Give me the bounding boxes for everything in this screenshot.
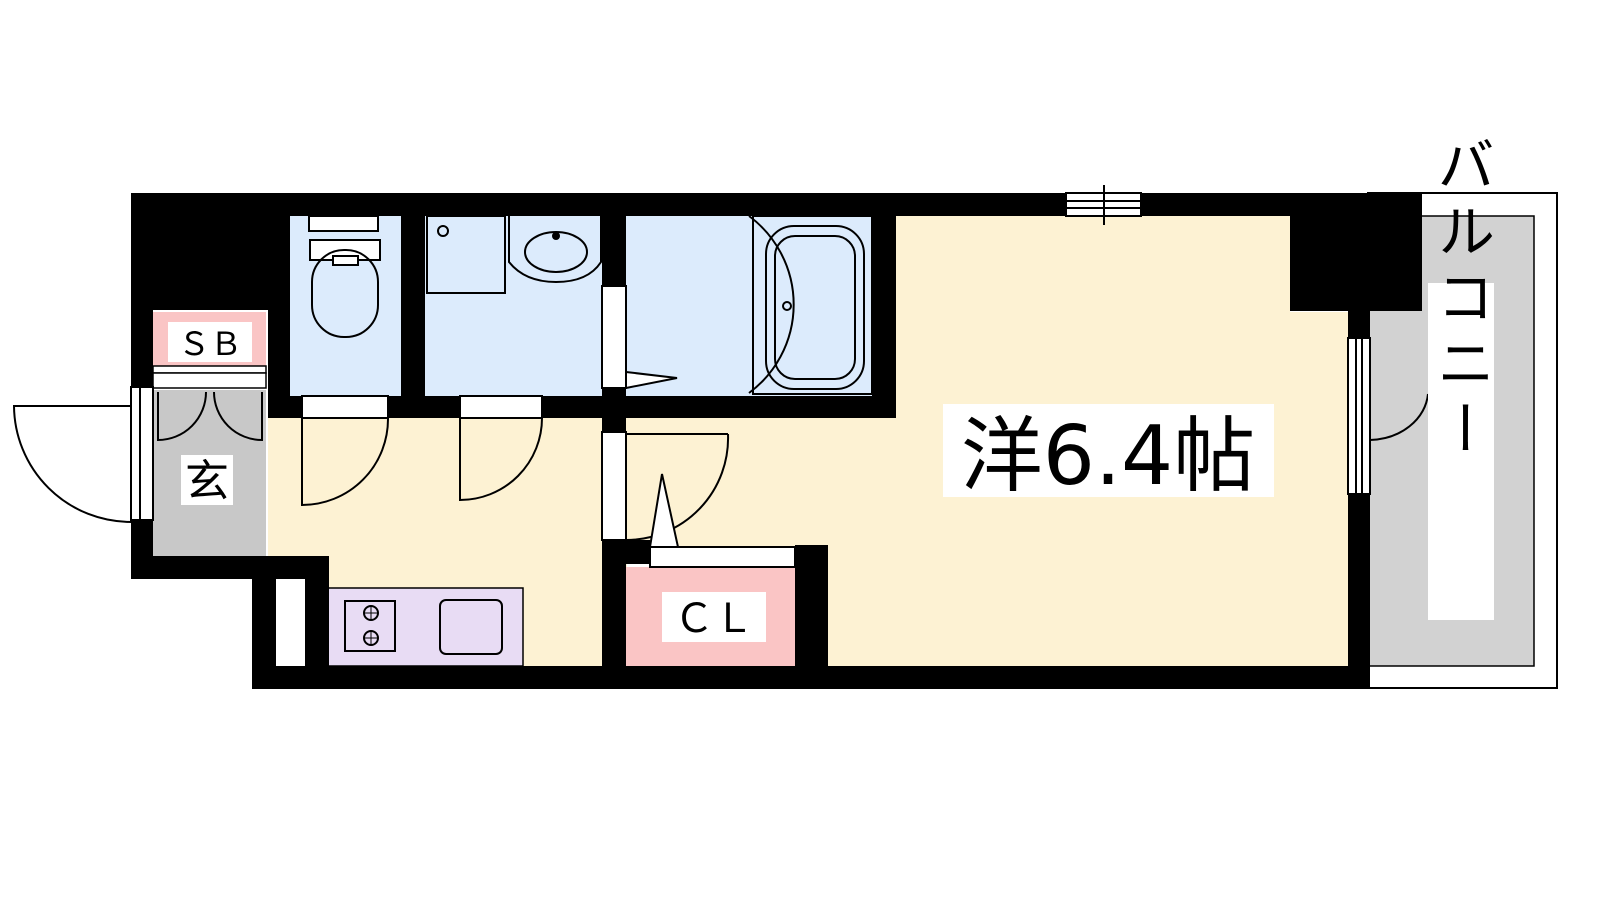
shoebox-label: ＳＢ — [178, 325, 242, 363]
shoebox-door-right — [213, 391, 263, 442]
balcony-window — [1347, 337, 1371, 495]
shoebox-door-left — [157, 391, 207, 442]
toilet-fixture — [308, 215, 381, 338]
balcony-door-swing — [1369, 393, 1429, 441]
floor-fills — [153, 192, 1558, 689]
bath-door-leaf — [625, 370, 678, 390]
toilet-door-swing — [301, 417, 390, 507]
entrance-door-frame — [130, 386, 154, 521]
wall-opening — [276, 579, 305, 666]
doors — [12, 215, 1429, 568]
cooktop-fixture — [344, 600, 396, 652]
bathtub-fixture — [752, 215, 873, 395]
western-room-label: 洋6.4帖 — [961, 409, 1255, 504]
washroom-door-swing — [459, 417, 543, 502]
washbasin-fixture — [426, 215, 602, 294]
balcony-label: バルコニー — [1427, 135, 1495, 465]
fixtures — [308, 215, 873, 655]
labels: 洋6.4帖 ＣＬ ＳＢ 玄 バルコニー — [168, 135, 1495, 642]
entrance-label: 玄 — [185, 456, 229, 507]
living-door-swing — [625, 433, 730, 541]
entrance-door-swing — [12, 405, 132, 523]
washroom-floor — [425, 216, 603, 396]
windows — [1065, 185, 1371, 495]
bathroom-floor — [626, 216, 872, 396]
kitchen-sink — [439, 599, 503, 655]
walls — [131, 193, 1422, 689]
closet-label: ＣＬ — [674, 596, 754, 642]
